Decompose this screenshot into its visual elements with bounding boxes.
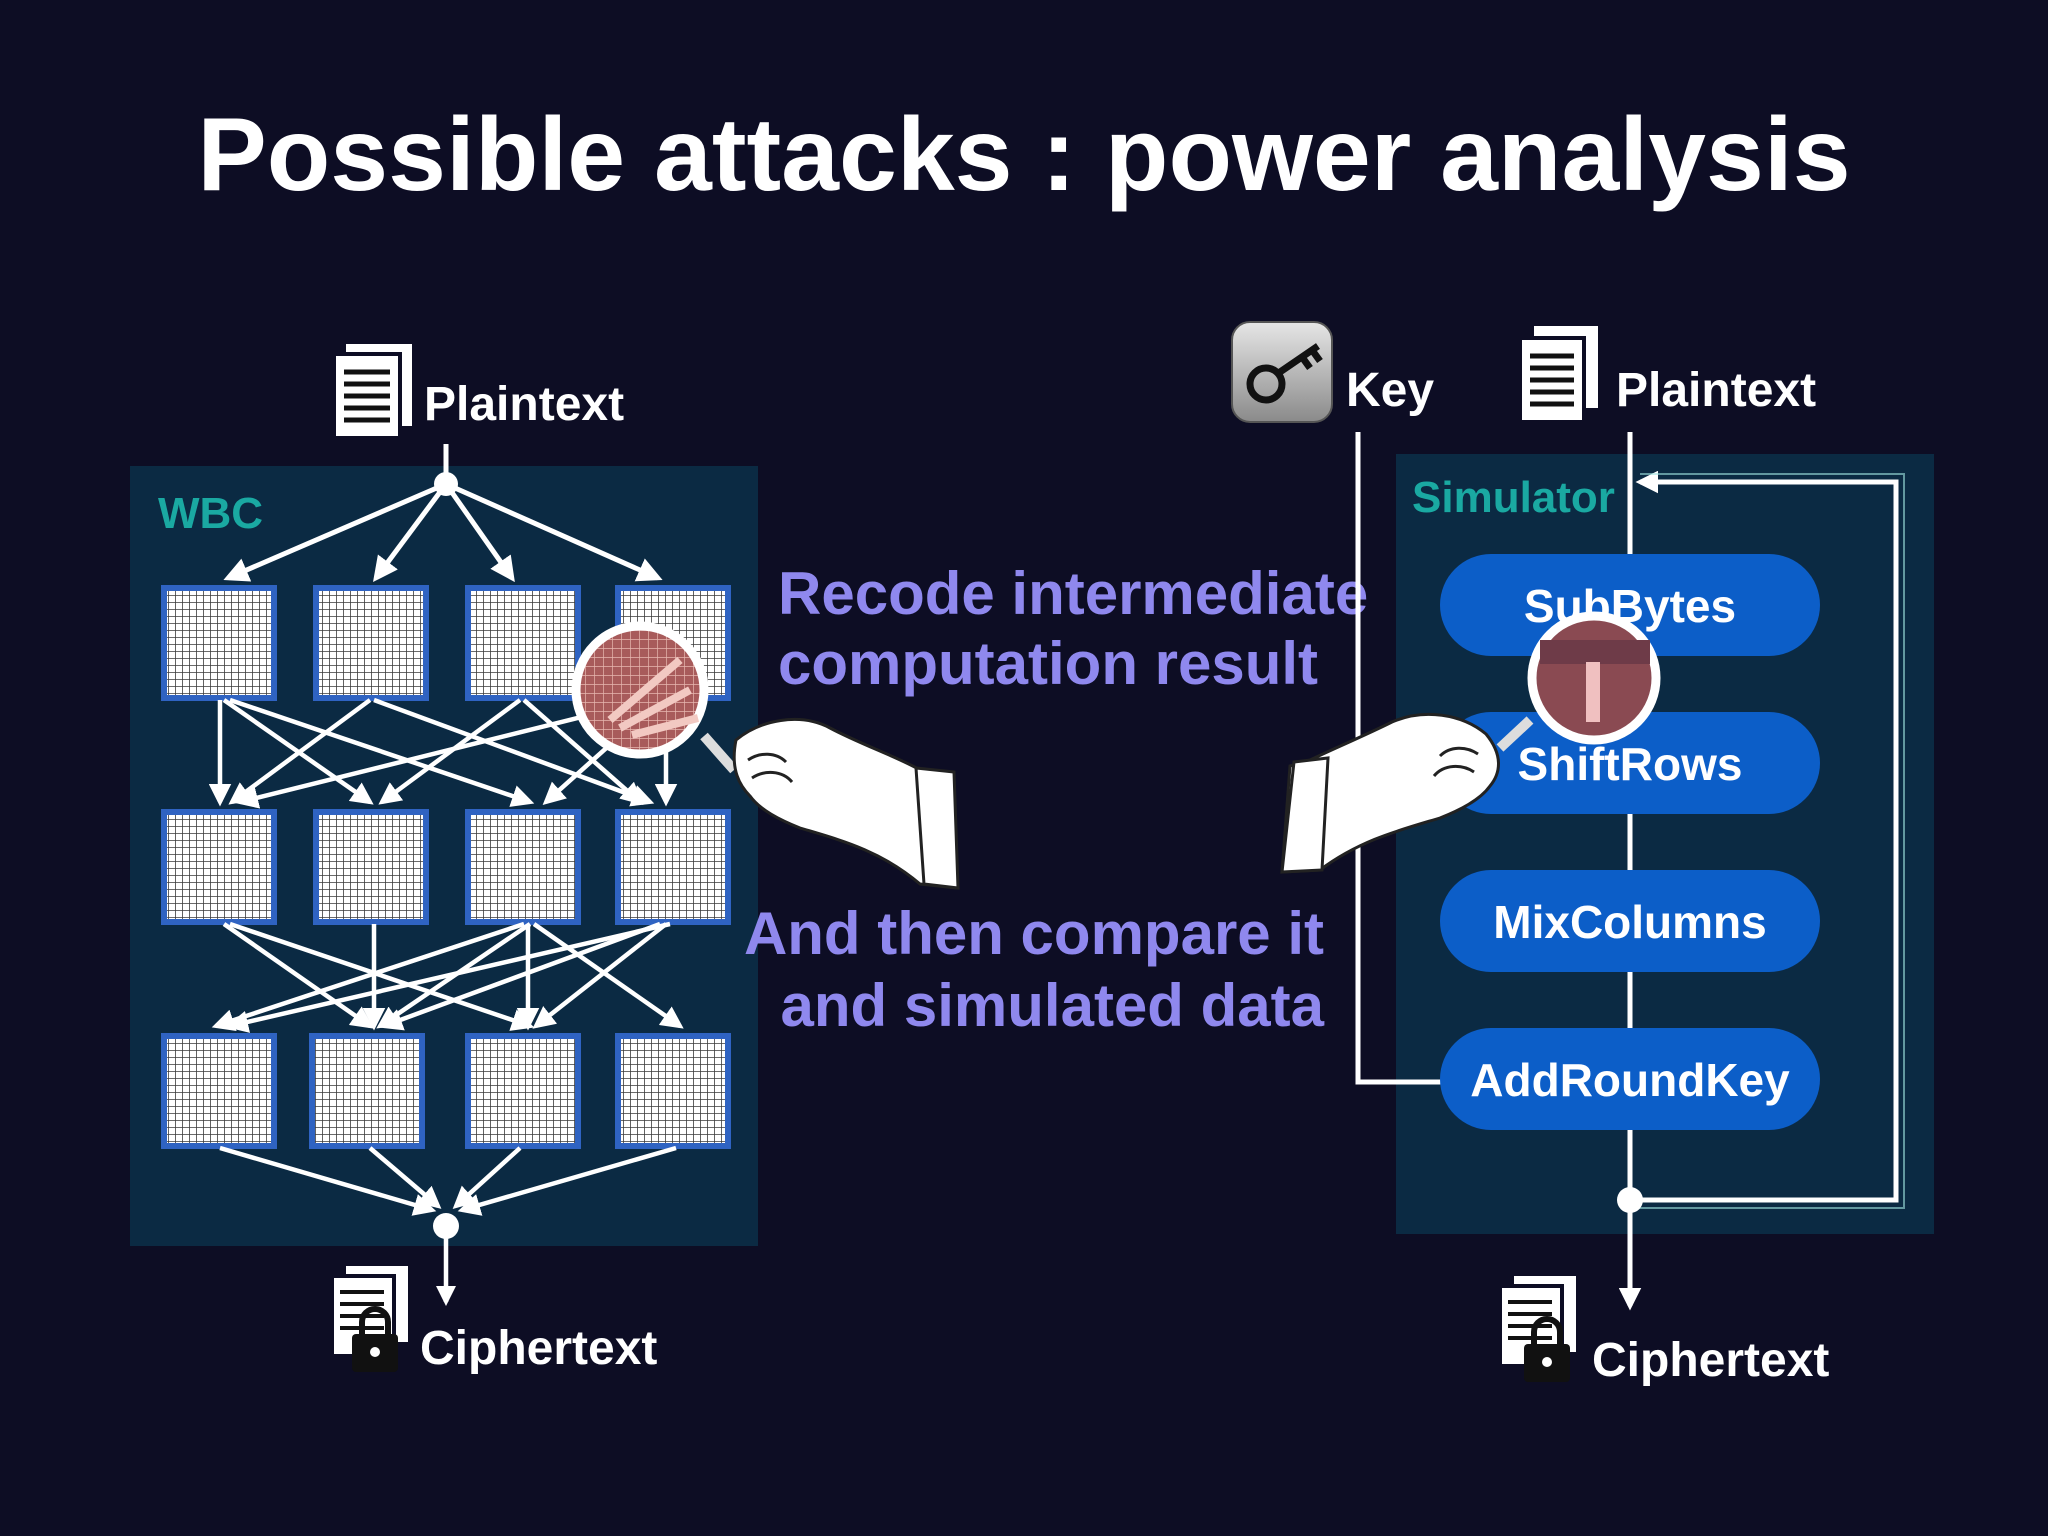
wbc-block-r3-c3 xyxy=(465,1033,581,1149)
recode-note-line2: computation result xyxy=(778,630,1318,697)
plaintext-document-icon xyxy=(332,344,412,440)
right-plaintext-label: Plaintext xyxy=(1616,364,1816,417)
hand-right-icon xyxy=(1280,712,1500,874)
wbc-output-arrows xyxy=(219,1145,677,1307)
step-addroundkey: AddRoundKey xyxy=(1440,1028,1820,1130)
wbc-block-r2-c2 xyxy=(313,809,429,925)
round-loop-arrow xyxy=(1630,470,1899,1203)
wbc-split-node xyxy=(434,472,458,496)
wbc-block-r1-c3 xyxy=(465,585,581,701)
step-addroundkey-label: AddRoundKey xyxy=(1470,1054,1790,1106)
right-plaintext-document-icon xyxy=(1518,326,1598,424)
wbc-block-r1-c2 xyxy=(313,585,429,701)
right-ciphertext-label: Ciphertext xyxy=(1592,1334,1829,1387)
slide-title: Possible attacks : power analysis xyxy=(197,97,1850,213)
step-mixcolumns-label: MixColumns xyxy=(1493,896,1766,948)
hand-left-icon xyxy=(732,717,960,890)
left-plaintext-label: Plaintext xyxy=(424,378,624,431)
step-shiftrows: ShiftRows xyxy=(1440,712,1820,814)
simulator-label: Simulator xyxy=(1412,473,1615,522)
key-line xyxy=(1355,432,1446,1085)
key-label: Key xyxy=(1346,364,1434,417)
wbc-merge-node xyxy=(433,1213,459,1239)
ciphertext-locked-document-icon xyxy=(330,1266,408,1372)
wbc-label: WBC xyxy=(158,489,263,538)
wbc-block-r2-c4 xyxy=(615,809,731,925)
wbc-block-r1-c1 xyxy=(161,585,277,701)
step-shiftrows-label: ShiftRows xyxy=(1518,738,1743,790)
magnifier-left-icon xyxy=(571,621,738,774)
magnifier-right-icon xyxy=(1496,611,1661,752)
key-icon xyxy=(1231,321,1333,423)
wbc-block-r3-c2 xyxy=(309,1033,425,1149)
compare-note-line2: and simulated data xyxy=(781,972,1325,1039)
right-ciphertext-locked-document-icon xyxy=(1498,1276,1576,1382)
wbc-block-r2-c1 xyxy=(161,809,277,925)
wbc-layer2-arrows xyxy=(211,921,684,1033)
step-mixcolumns: MixColumns xyxy=(1440,870,1820,972)
recode-note-line1: Recode intermediate xyxy=(778,560,1368,627)
simulator-loop-node xyxy=(1617,1187,1643,1213)
wbc-block-r3-c1 xyxy=(161,1033,277,1149)
wbc-block-r2-c3 xyxy=(465,809,581,925)
left-ciphertext-label: Ciphertext xyxy=(420,1322,657,1375)
wbc-block-r3-c4 xyxy=(615,1033,731,1149)
compare-note-line1: And then compare it xyxy=(744,900,1324,967)
